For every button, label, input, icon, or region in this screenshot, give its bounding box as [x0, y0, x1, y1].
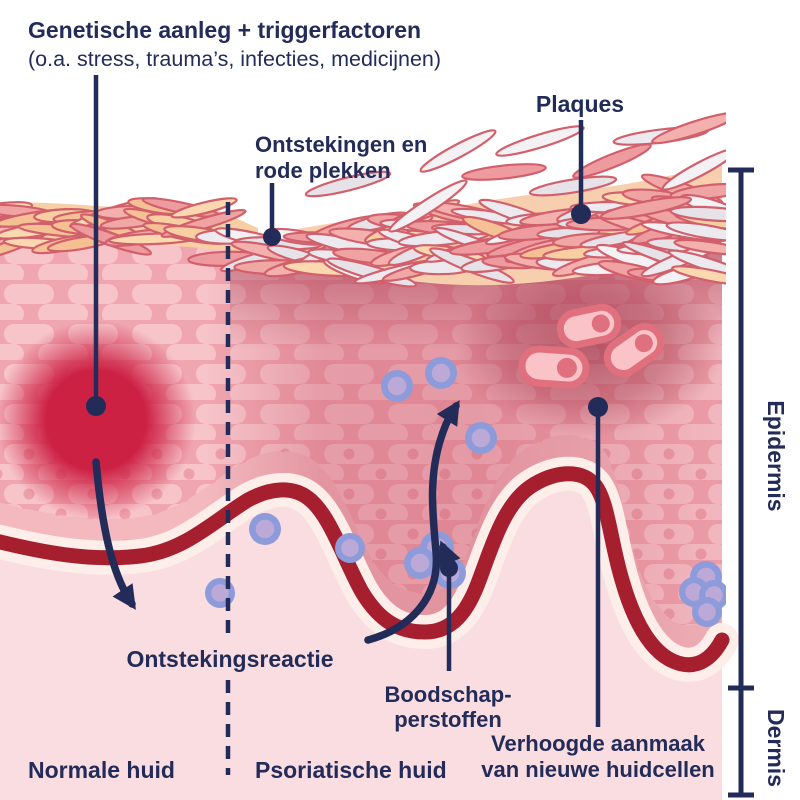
label-verhoogde-line2: van nieuwe huidcellen: [481, 757, 715, 782]
arrow-ontstekingsreactie: [92, 458, 136, 610]
skin-scale: [304, 170, 392, 198]
new-skin-cells: [518, 303, 665, 389]
new-skin-cell: [518, 345, 590, 389]
label-boodschap-line1: Boodschap-: [384, 682, 511, 707]
title-line1: Genetische aanleg + triggerfactoren: [28, 17, 421, 43]
leader-dot: [263, 228, 281, 246]
skin-scale: [461, 163, 547, 181]
skin-scale: [572, 143, 652, 179]
immune-cell-nucleus: [387, 376, 407, 396]
skin-scale: [673, 238, 726, 256]
label-psoriatische-huid: Psoriatische huid: [255, 757, 447, 783]
new-skin-cell: [603, 323, 665, 377]
skin-scale: [495, 125, 585, 157]
immune-cell: [205, 578, 235, 608]
leader-dot: [588, 397, 608, 417]
skin-scale: [599, 196, 693, 220]
immune-cell: [381, 370, 413, 402]
layer-brackets: [728, 167, 754, 798]
immune-cell-nucleus: [255, 519, 275, 539]
label-plaques: Plaques: [536, 91, 624, 117]
flow-arrows: [92, 400, 461, 644]
skin-scale: [528, 175, 618, 197]
immune-cell: [249, 513, 281, 545]
membrane-line: [0, 466, 730, 673]
new-cells-halo: [455, 260, 722, 436]
label-dermis: Dermis: [763, 709, 789, 787]
skin-scale: [388, 179, 468, 233]
skin-scale: [669, 205, 726, 223]
skin-scale: [651, 111, 726, 145]
label-ontstekingen-line1: Ontstekingen en: [255, 132, 427, 157]
immune-cell-nucleus: [431, 363, 451, 383]
label-ontstekingen-line2: rode plekken: [255, 158, 391, 183]
skin-scale: [170, 197, 238, 219]
immune-cell: [425, 357, 457, 389]
label-boodschap-line2: perstoffen: [394, 707, 502, 732]
immune-cell: [335, 533, 365, 563]
immune-cell-nucleus: [410, 553, 430, 573]
leader-dot: [571, 204, 591, 224]
label-normale-huid: Normale huid: [28, 757, 175, 783]
arrow-boodschapperstoffen: [438, 540, 461, 569]
immune-cell-nucleus: [698, 603, 716, 621]
immune-cell-nucleus: [211, 584, 229, 602]
immune-cell: [692, 597, 722, 627]
basement-membrane: [0, 456, 739, 682]
leader-lines: [93, 75, 601, 727]
arrow-cell-migration: [364, 400, 460, 644]
skin-scale: [665, 221, 726, 242]
immune-cell-nucleus: [341, 539, 359, 557]
skin-scale: [671, 265, 726, 286]
skin-scale: [419, 129, 497, 173]
title-line2: (o.a. stress, trauma’s, infecties, medic…: [28, 47, 441, 71]
new-skin-cell: [556, 303, 622, 349]
skin-scale: [661, 147, 726, 191]
immune-cell-nucleus: [471, 428, 491, 448]
label-epidermis: Epidermis: [763, 400, 789, 511]
immune-cell: [465, 422, 497, 454]
immune-cell-nucleus: [685, 583, 703, 601]
label-verhoogde-line1: Verhoogde aanmaak: [491, 731, 706, 756]
label-ontstekingsreactie: Ontstekingsreactie: [126, 646, 333, 672]
immune-cell: [404, 547, 436, 579]
leader-dot: [86, 396, 106, 416]
